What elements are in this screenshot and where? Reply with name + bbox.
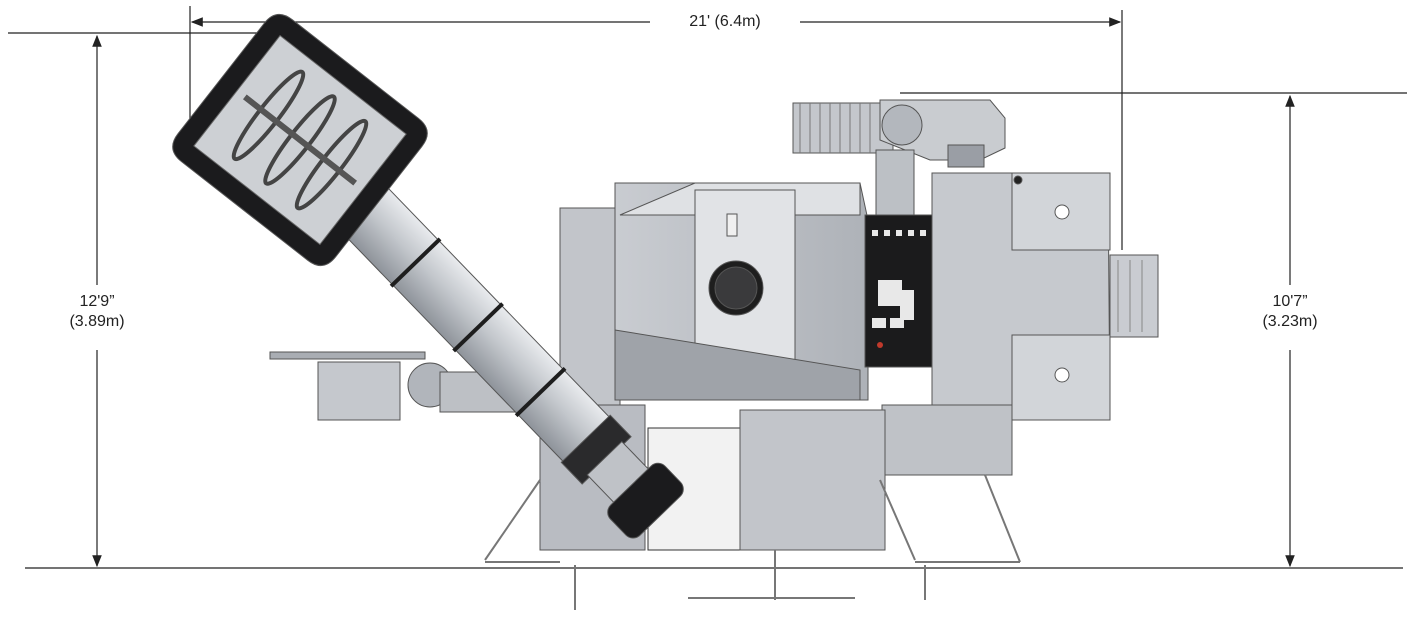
upper-conveyor xyxy=(792,99,1006,221)
dimension-lines xyxy=(8,6,1407,569)
hopper xyxy=(172,14,428,266)
overall-height-metric: (3.89m) xyxy=(69,313,125,330)
overall-height-label: 12'9” (3.89m) xyxy=(52,292,142,332)
control-panel xyxy=(864,214,941,368)
machine-illustration xyxy=(172,14,1159,610)
body-height-label: 10'7” (3.23m) xyxy=(1245,292,1335,332)
auger-tube xyxy=(336,182,684,539)
right-body xyxy=(881,172,1159,476)
body-height-metric: (3.23m) xyxy=(1262,313,1318,330)
body-height-imperial: 10'7” xyxy=(1272,293,1308,310)
overall-height-imperial: 12'9” xyxy=(79,293,115,310)
main-housing xyxy=(559,182,869,441)
width-dimension-label: 21' (6.4m) xyxy=(655,12,795,32)
